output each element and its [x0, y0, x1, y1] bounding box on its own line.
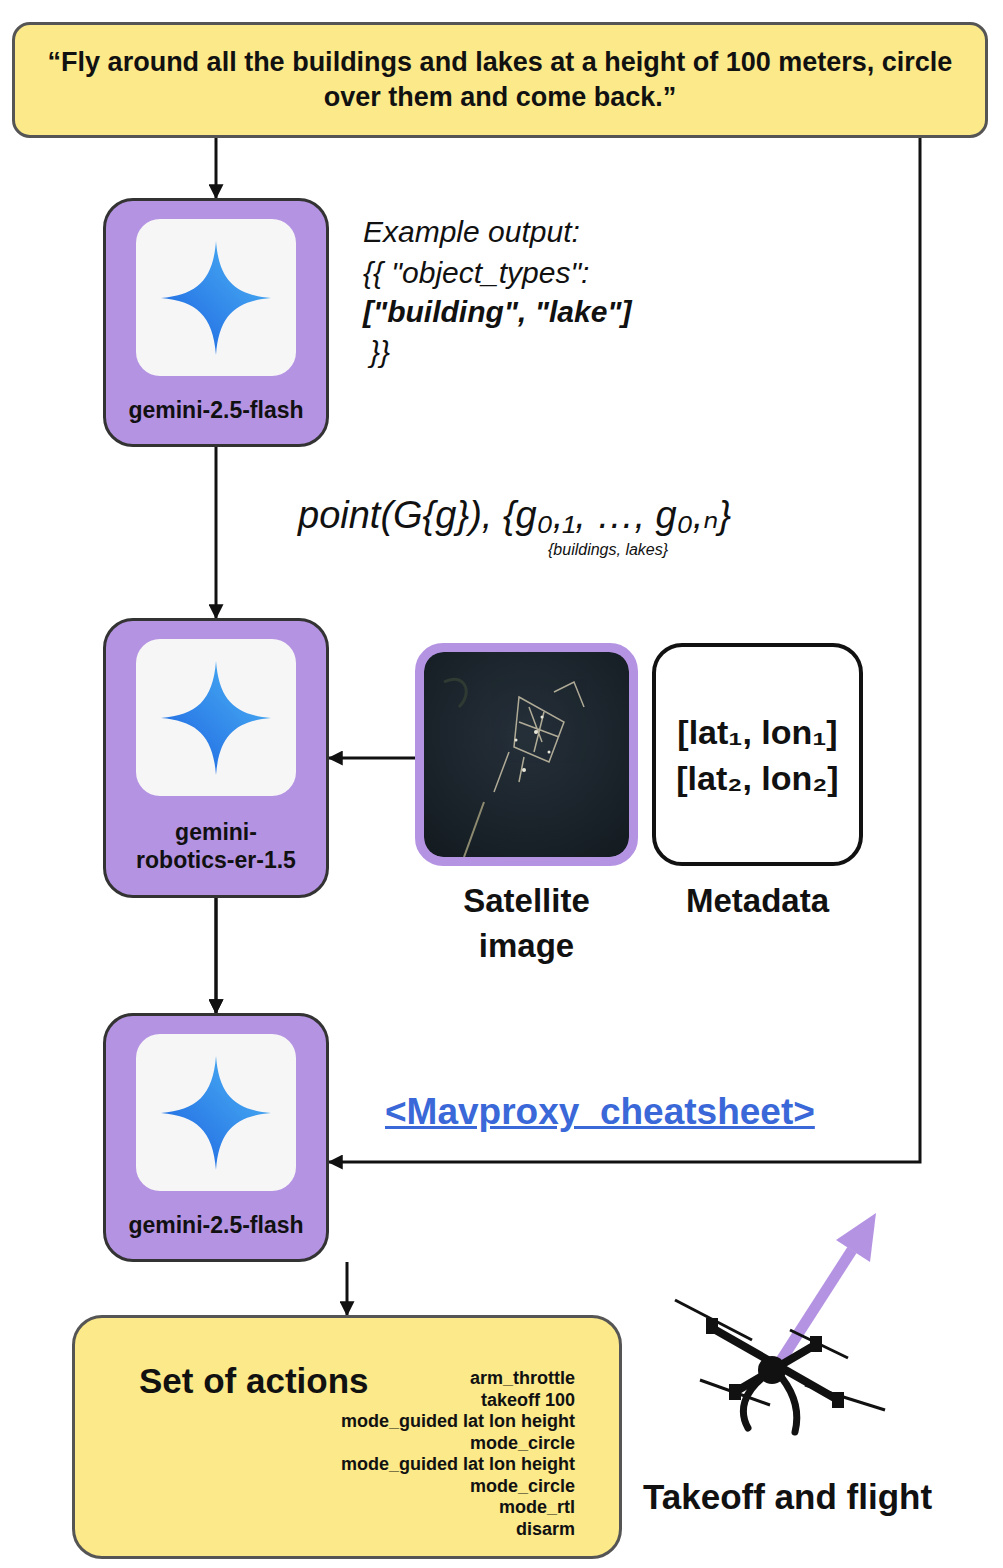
drone-arm	[735, 1345, 815, 1392]
motor	[832, 1392, 844, 1408]
drone-leg	[743, 1378, 762, 1428]
point-call: point(G{g}), {g₀,₁, …, g₀,ₙ}	[298, 492, 731, 538]
model-label-area: gemini-2.5-flash	[106, 1191, 326, 1259]
action-command: arm_throttle	[341, 1368, 575, 1390]
action-command: mode_rtl	[341, 1497, 575, 1519]
sparkle	[161, 241, 271, 355]
actions-box: arm_throttletakeoff 100mode_guided lat l…	[72, 1315, 622, 1559]
connector	[215, 447, 218, 618]
gemini-icon	[136, 639, 296, 796]
model-box: gemini-2.5-flash	[103, 198, 329, 447]
model-box: gemini- robotics-er-1.5	[103, 618, 329, 898]
circle-part	[522, 768, 526, 772]
model-label-area: gemini- robotics-er-1.5	[106, 796, 326, 895]
model-box: gemini-2.5-flash	[103, 1013, 329, 1262]
metadata-node: [lat₁, lon₁] [lat₂, lon₂] Metadata	[652, 643, 863, 933]
point-subscript-note: {buildings, lakes}	[548, 540, 668, 560]
sparkle	[161, 661, 271, 775]
action-command: mode_guided lat lon height	[341, 1411, 575, 1433]
connector	[215, 138, 218, 198]
metadata-caption: Metadata	[652, 878, 863, 923]
action-list: arm_throttletakeoff 100mode_guided lat l…	[341, 1368, 575, 1540]
path-part	[514, 697, 564, 762]
facility	[494, 682, 584, 792]
action-command: disarm	[341, 1519, 575, 1541]
motor	[706, 1318, 718, 1334]
flight-arrow-shaft	[780, 1250, 852, 1362]
image-caption: Satellite image	[415, 878, 638, 968]
instruction-box: “Fly around all the buildings and lakes …	[12, 22, 988, 138]
model-name: gemini-2.5-flash	[126, 396, 306, 424]
circle-part	[541, 716, 544, 719]
metadata-box: [lat₁, lon₁] [lat₂, lon₂]	[652, 643, 863, 866]
lights	[515, 716, 551, 773]
model-name: gemini- robotics-er-1.5	[126, 818, 306, 874]
connector	[215, 898, 218, 1013]
drone-leg	[782, 1378, 797, 1432]
actions-title: Set of actions	[139, 1360, 368, 1402]
circle-part	[534, 730, 538, 734]
motor	[810, 1336, 822, 1352]
example-output: {{ "object_types":	[363, 255, 589, 291]
action-command: mode_circle	[341, 1433, 575, 1455]
satellite-image	[415, 643, 638, 866]
road	[464, 802, 484, 857]
example-output: ["building", "lake"]	[363, 294, 632, 330]
path-part	[554, 682, 584, 707]
sparkle-icon	[136, 639, 296, 796]
gemini-icon	[136, 219, 296, 376]
motor	[729, 1384, 741, 1400]
connector	[346, 1262, 349, 1315]
action-command: mode_guided lat lon height	[341, 1454, 575, 1476]
circle-part	[548, 751, 551, 754]
example-heading: Example output:	[363, 214, 580, 250]
forest	[444, 679, 466, 707]
flight-arrow-head	[836, 1213, 876, 1262]
satellite-node: Satellite image	[415, 643, 638, 973]
circle-part	[515, 739, 518, 742]
gemini-icon	[136, 1034, 296, 1191]
sparkle-icon	[136, 219, 296, 376]
instruction-text: “Fly around all the buildings and lakes …	[45, 45, 955, 115]
propeller	[790, 1330, 848, 1358]
satellite-picture	[424, 652, 629, 857]
model-label-area: gemini-2.5-flash	[106, 376, 326, 444]
path-part	[519, 707, 559, 752]
propeller	[805, 1385, 885, 1410]
sparkle	[161, 1056, 271, 1170]
model-name: gemini-2.5-flash	[126, 1211, 306, 1239]
connector	[329, 757, 415, 760]
terrain	[424, 652, 629, 857]
connector	[329, 138, 920, 1162]
example-output: }}	[370, 334, 390, 370]
action-command: mode_circle	[341, 1476, 575, 1498]
cheatsheet-link: <Mavproxy_cheatsheet>	[385, 1090, 815, 1134]
drone	[675, 1213, 885, 1432]
coordinates: [lat₁, lon₁] [lat₂, lon₂]	[660, 709, 855, 801]
propeller	[675, 1300, 752, 1340]
sparkle-icon	[136, 1034, 296, 1191]
flight-caption: Takeoff and flight	[643, 1476, 932, 1518]
action-command: takeoff 100	[341, 1390, 575, 1412]
path-part	[494, 752, 524, 792]
